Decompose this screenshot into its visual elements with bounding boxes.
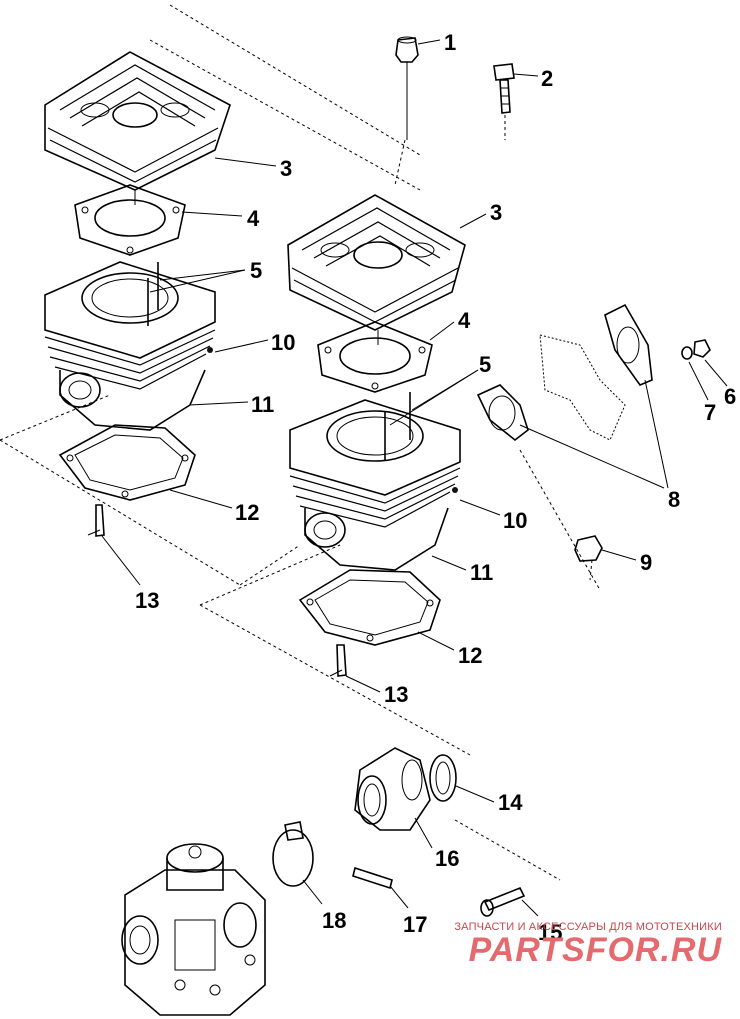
- watermark: ЗАПЧАСТИ И АКСЕССУАРЫ ДЛЯ МОТОТЕХНИКИ PA…: [422, 921, 722, 967]
- part-7-washer: [681, 346, 693, 360]
- leader-lines: [101, 39, 728, 917]
- callout-3-right: 3: [490, 200, 502, 225]
- carburetor: [121, 843, 266, 1016]
- right-cylinder-head: [287, 194, 466, 345]
- left-stud: [87, 504, 105, 537]
- left-cylinder: [44, 261, 216, 431]
- callout-17: 17: [403, 912, 427, 937]
- callout-7: 7: [704, 400, 716, 425]
- part-17-screw: [352, 866, 393, 890]
- callout-11-right: 11: [470, 560, 493, 585]
- callout-6: 6: [724, 384, 736, 409]
- part-16-intake-manifold: [354, 747, 431, 831]
- callout-14: 14: [498, 790, 523, 815]
- callout-1: 1: [444, 30, 456, 55]
- right-cylinder: [289, 392, 461, 571]
- callout-12-left: 12: [235, 500, 259, 525]
- right-base-gasket: [298, 569, 441, 646]
- callout-10-right: 10: [503, 508, 527, 533]
- callout-8: 8: [668, 487, 680, 512]
- part-9-nut: [574, 535, 603, 562]
- exhaust-gasket-left: [476, 384, 529, 442]
- part-18-clamp: [272, 821, 314, 887]
- right-head-gasket: [317, 321, 433, 393]
- left-head-gasket: [74, 184, 186, 256]
- callout-18: 18: [322, 908, 346, 933]
- callout-13-right: 13: [384, 682, 408, 707]
- callout-10-left: 10: [271, 330, 295, 355]
- watermark-tagline: ЗАПЧАСТИ И АКСЕССУАРЫ ДЛЯ МОТОТЕХНИКИ: [454, 921, 722, 933]
- callout-16: 16: [435, 846, 459, 871]
- part-6-nut: [693, 339, 711, 358]
- assembly-guide-lines: [0, 4, 601, 881]
- left-base-gasket: [58, 424, 196, 501]
- exhaust-gasket-right: [604, 303, 653, 386]
- callout-numbers: 1 2 3 4 5 10 11 12 13 3 4 5 10 11 12 13 …: [135, 30, 736, 945]
- part-1-cap-nut: [395, 36, 419, 140]
- watermark-logo: PARTSFOR.RU: [468, 931, 722, 969]
- part-2-bolt: [493, 63, 515, 114]
- exhaust-flange-outline: [539, 334, 626, 441]
- callout-12-right: 12: [458, 643, 482, 668]
- part-15-bolt: [480, 886, 526, 917]
- callout-15: 15: [538, 920, 562, 945]
- callout-4-left: 4: [247, 206, 260, 231]
- callout-9: 9: [640, 550, 652, 575]
- callout-13-left: 13: [135, 588, 159, 613]
- part-14-o-ring: [429, 754, 457, 802]
- left-cylinder-head: [44, 51, 231, 205]
- right-stud: [329, 644, 347, 677]
- callout-5-left: 5: [250, 258, 262, 283]
- callout-2: 2: [541, 66, 553, 91]
- callout-4-right: 4: [458, 308, 471, 333]
- callout-3-left: 3: [280, 156, 292, 181]
- callout-11-left: 11: [251, 392, 274, 417]
- callout-5-right: 5: [479, 352, 491, 377]
